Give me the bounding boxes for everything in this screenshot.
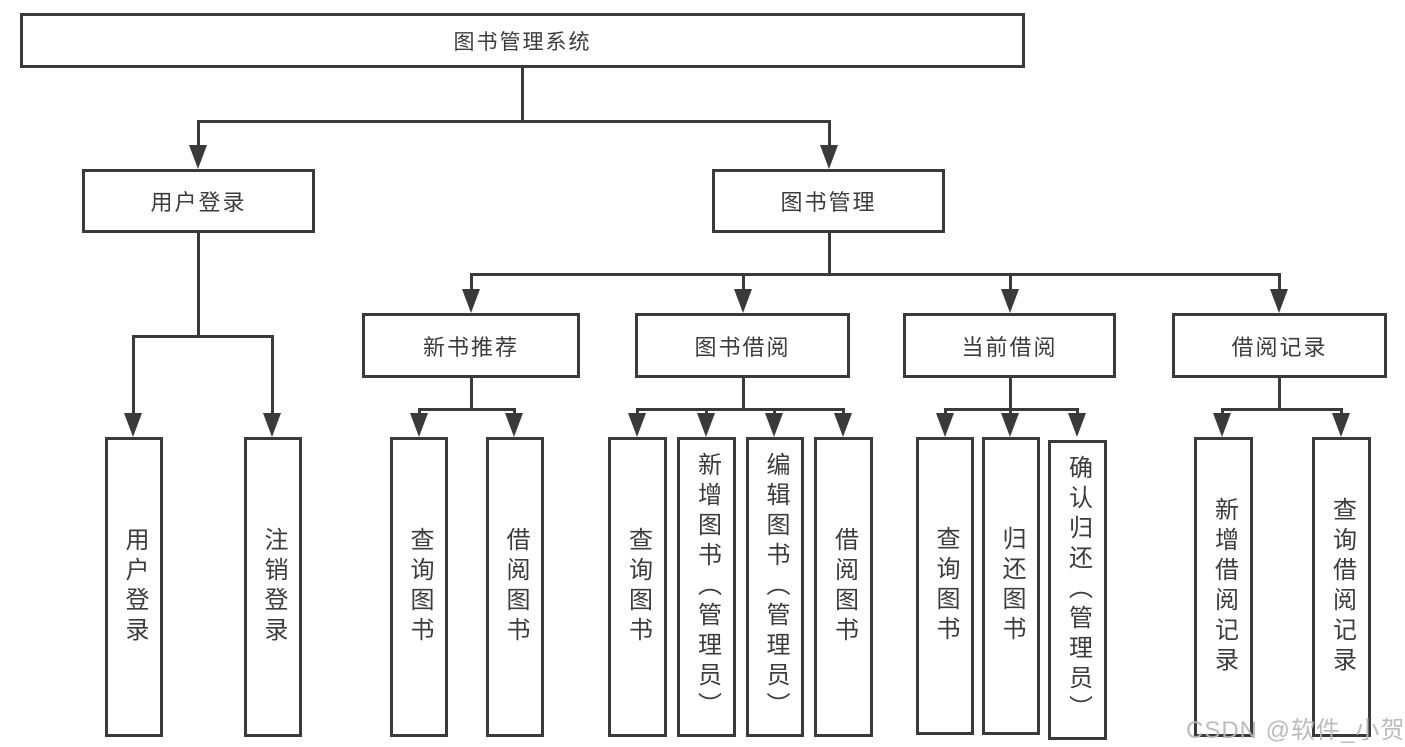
node-borrowing-records: 借阅记录	[1172, 313, 1387, 378]
arrow-down-icon	[1001, 289, 1019, 313]
connector-arrow-logout-stem	[271, 335, 274, 413]
arrow-down-icon	[936, 413, 954, 437]
connector-arrow-section3-stem	[1009, 273, 1012, 291]
connector-arrow-user-stem	[197, 120, 200, 147]
connector-root-stem	[521, 68, 524, 120]
connector-arrow-stem	[773, 408, 776, 415]
node-book-borrowing-label: 图书借阅	[694, 334, 791, 360]
connector-s2-hline	[636, 408, 845, 411]
node-leaf-label: 编辑图书（管理员）	[762, 452, 789, 722]
connector-arrow-book-stem	[828, 120, 831, 147]
connector-arrow-section4-stem	[1278, 273, 1281, 291]
connector-book-stem	[828, 233, 831, 273]
node-leaf-label: 归还图书	[998, 526, 1025, 646]
node-current-borrowing-label: 当前借阅	[961, 334, 1058, 360]
arrow-down-icon	[1068, 413, 1086, 437]
node-leaf-label: 查询图书	[932, 526, 959, 646]
node-user-login: 用户登录	[82, 169, 315, 233]
connector-arrow-stem	[944, 408, 947, 415]
node-leaf-logout-label: 注销登录	[260, 527, 287, 647]
connector-arrow-stem	[418, 408, 421, 415]
connector-s1-hline	[418, 408, 516, 411]
connector-user-stem	[197, 233, 200, 335]
connector-s4-stem	[1278, 378, 1281, 408]
node-user-login-label: 用户登录	[150, 190, 247, 215]
connector-arrow-stem	[1009, 408, 1012, 415]
arrow-down-icon	[1213, 413, 1231, 437]
node-leaf-user-login: 用户登录	[105, 437, 163, 737]
connector-arrow-stem	[1221, 408, 1224, 415]
node-leaf-label: 查询借阅记录	[1328, 497, 1356, 677]
arrow-down-icon	[697, 413, 715, 437]
arrow-down-icon	[1001, 413, 1019, 437]
node-leaf-label: 查询图书	[406, 527, 433, 647]
arrow-down-icon	[505, 413, 523, 437]
connector-arrow-stem	[842, 408, 845, 415]
node-leaf-label: 新增借阅记录	[1210, 497, 1238, 677]
node-leaf-add-borrow-record: 新增借阅记录	[1194, 437, 1253, 737]
node-leaf-label: 新增图书（管理员）	[693, 452, 721, 722]
connector-user-hline	[132, 335, 274, 338]
arrow-down-icon	[820, 145, 838, 169]
node-book-management: 图书管理	[712, 169, 945, 233]
node-leaf-edit-book-admin: 编辑图书（管理员）	[746, 437, 804, 737]
node-leaf-label: 借阅图书	[502, 527, 529, 647]
node-leaf-add-book-admin: 新增图书（管理员）	[677, 437, 736, 737]
node-library-system: 图书管理系统	[20, 13, 1025, 68]
node-new-book-recommend-label: 新书推荐	[422, 334, 519, 360]
arrow-down-icon	[462, 289, 480, 313]
node-leaf-confirm-return-admin: 确认归还（管理员）	[1048, 440, 1107, 740]
arrow-down-icon	[628, 413, 646, 437]
node-leaf-label: 借阅图书	[830, 527, 858, 647]
node-borrowing-records-label: 借阅记录	[1231, 334, 1328, 360]
arrow-down-icon	[189, 145, 207, 169]
connector-arrow-stem	[636, 408, 639, 415]
connector-arrow-section2-stem	[742, 273, 745, 291]
arrow-down-icon	[765, 413, 783, 437]
connector-root-hline	[197, 120, 831, 123]
connector-s1-stem	[470, 378, 473, 408]
arrow-down-icon	[410, 413, 428, 437]
connector-s4-hline	[1221, 408, 1342, 411]
connector-arrow-stem	[1340, 408, 1343, 415]
node-new-book-recommend: 新书推荐	[362, 313, 580, 378]
connector-book-hline	[470, 273, 1281, 276]
node-leaf-query-books-borrowing: 查询图书	[608, 437, 667, 737]
node-leaf-logout: 注销登录	[244, 437, 302, 737]
arrow-down-icon	[263, 413, 281, 437]
arrow-down-icon	[1270, 289, 1288, 313]
arrow-down-icon	[1332, 413, 1350, 437]
connector-arrow-stem	[705, 408, 708, 415]
node-book-management-label: 图书管理	[780, 190, 877, 215]
arrow-down-icon	[834, 413, 852, 437]
node-leaf-user-login-label: 用户登录	[121, 527, 148, 647]
node-current-borrowing: 当前借阅	[903, 313, 1116, 378]
node-leaf-label: 确认归还（管理员）	[1064, 455, 1092, 725]
connector-s2-stem	[742, 378, 745, 408]
csdn-watermark: CSDN @软件_小贺同学	[1186, 717, 1405, 744]
connector-arrow-login-stem	[132, 335, 135, 413]
node-leaf-return-books: 归还图书	[982, 437, 1040, 735]
node-leaf-label: 查询图书	[624, 527, 652, 647]
node-leaf-query-books-recommend: 查询图书	[390, 437, 448, 737]
connector-s3-stem	[1009, 378, 1012, 408]
connector-arrow-section1-stem	[470, 273, 473, 291]
node-book-borrowing: 图书借阅	[635, 313, 850, 378]
node-leaf-query-books-current: 查询图书	[916, 437, 974, 735]
connector-arrow-stem	[1076, 408, 1079, 415]
node-leaf-borrow-books: 借阅图书	[814, 437, 873, 737]
node-library-system-label: 图书管理系统	[453, 30, 592, 54]
arrow-down-icon	[124, 413, 142, 437]
node-leaf-query-borrow-record: 查询借阅记录	[1312, 437, 1371, 737]
node-leaf-borrow-books-recommend: 借阅图书	[486, 437, 544, 737]
arrow-down-icon	[734, 289, 752, 313]
connector-arrow-stem	[513, 408, 516, 415]
